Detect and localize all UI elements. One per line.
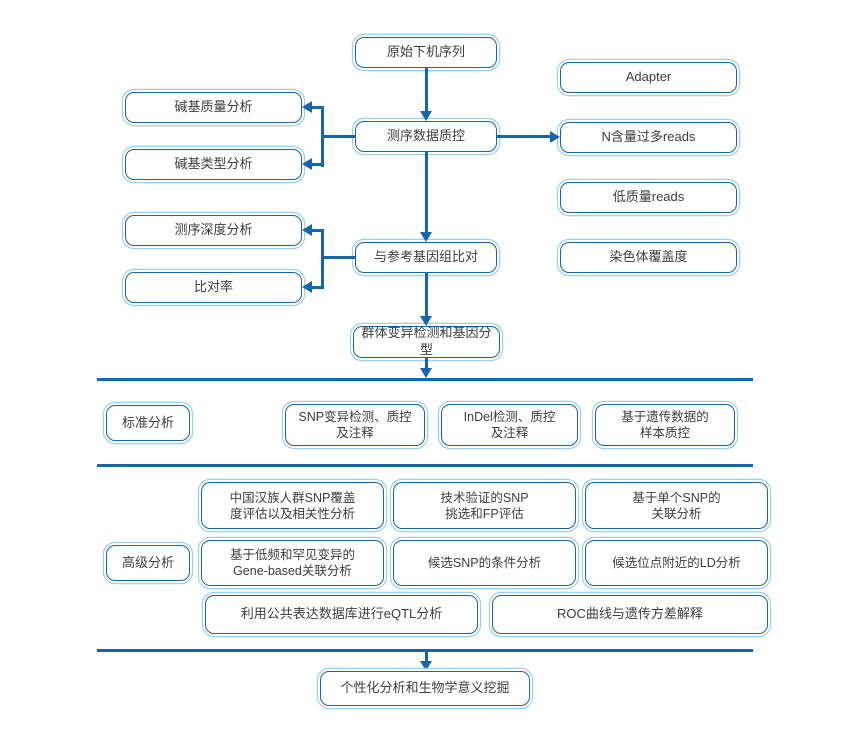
node-mapping-rate: 比对率 [125, 272, 302, 303]
connector-divider-to-final [425, 652, 428, 662]
arrowhead-raw-to-qc [420, 111, 432, 121]
node-ld-analysis: 候选位点附近的LD分析 [585, 540, 768, 586]
node-align-ref: 与参考基因组比对 [355, 242, 497, 273]
node-variant-genotyping: 群体变异检测和基因分型 [353, 325, 500, 358]
arrowhead-align-to-variant [420, 316, 432, 326]
connector-qc-to-base-type [312, 163, 321, 166]
connector-qc-to-align [425, 152, 428, 233]
arrowhead-variant-to-divider [420, 368, 432, 378]
arrowhead-qc-to-nreads [550, 131, 560, 143]
arrowhead-qc-to-align [420, 232, 432, 242]
connector-qc-branch-stub [322, 135, 355, 138]
connector-align-branch-vertical [321, 229, 324, 289]
node-gene-based-assoc: 基于低频和罕见变异的 Gene-based关联分析 [201, 540, 384, 586]
arrowhead-mapping-rate [302, 281, 312, 293]
section-label-advanced: 高级分析 [106, 545, 190, 581]
arrowhead-depth [302, 224, 312, 236]
arrowhead-base-type [302, 158, 312, 170]
connector-align-branch-stub [322, 256, 355, 259]
arrowhead-base-quality [302, 101, 312, 113]
connector-raw-to-qc [425, 68, 428, 111]
node-low-quality-reads: 低质量reads [560, 182, 737, 213]
node-validated-snp: 技术验证的SNP 挑选和FP评估 [393, 482, 576, 529]
section-divider-3 [97, 649, 753, 652]
node-adapter: Adapter [560, 62, 737, 93]
section-divider-2 [97, 464, 753, 467]
connector-align-to-variant [425, 273, 428, 317]
section-label-standard: 标准分析 [106, 405, 190, 441]
connector-align-to-depth [312, 229, 321, 232]
node-final-analysis: 个性化分析和生物学意义挖掘 [320, 671, 530, 706]
node-snp-detection: SNP变异检测、质控 及注释 [285, 404, 425, 446]
connector-variant-to-divider [425, 358, 428, 369]
node-single-snp-assoc: 基于单个SNP的 关联分析 [585, 482, 768, 529]
node-roc-variance: ROC曲线与遗传方差解释 [492, 595, 768, 634]
node-base-type: 碱基类型分析 [125, 149, 302, 180]
node-base-quality: 碱基质量分析 [125, 92, 302, 123]
connector-align-to-mapping-rate [312, 286, 321, 289]
node-indel-detection: InDel检测、质控 及注释 [441, 404, 578, 446]
node-chromosome-coverage: 染色体覆盖度 [560, 242, 737, 273]
node-han-snp-coverage: 中国汉族人群SNP覆盖 度评估以及相关性分析 [201, 482, 384, 529]
node-seq-qc: 测序数据质控 [355, 121, 497, 152]
node-raw-sequence: 原始下机序列 [355, 37, 497, 68]
connector-qc-branch-vertical [321, 106, 324, 167]
connector-qc-to-nreads [497, 135, 550, 138]
node-n-rich-reads: N含量过多reads [560, 122, 737, 153]
arrowhead-divider-to-final [420, 661, 432, 671]
connector-qc-to-base-quality [312, 106, 321, 109]
node-genetic-sample-qc: 基于遗传数据的 样本质控 [595, 404, 735, 446]
node-depth-analysis: 测序深度分析 [125, 215, 302, 246]
section-divider-1 [97, 378, 753, 381]
node-conditional-analysis: 候选SNP的条件分析 [393, 540, 576, 586]
node-eqtl-analysis: 利用公共表达数据库进行eQTL分析 [205, 595, 478, 634]
